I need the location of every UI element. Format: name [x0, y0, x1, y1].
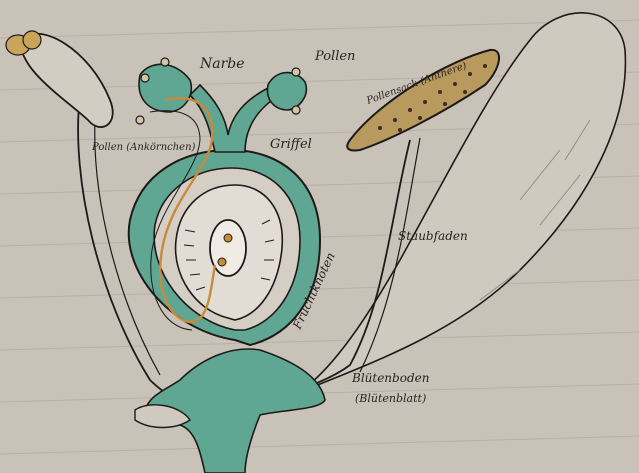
- stigma-right: [267, 73, 306, 110]
- style: [190, 85, 275, 152]
- label-narbe: Narbe: [199, 56, 245, 72]
- label-pollenkorn: Pollen (Ankörnchen): [91, 142, 196, 153]
- label-pollen: Pollen: [314, 49, 355, 64]
- label-bluetenboden: Blütenboden: [351, 371, 429, 385]
- stigma-left: [139, 64, 191, 112]
- label-bluetenboden-alt: (Blütenblatt): [355, 392, 426, 405]
- label-staubfaden: Staubfaden: [398, 229, 468, 243]
- label-griffel: Griffel: [270, 137, 312, 152]
